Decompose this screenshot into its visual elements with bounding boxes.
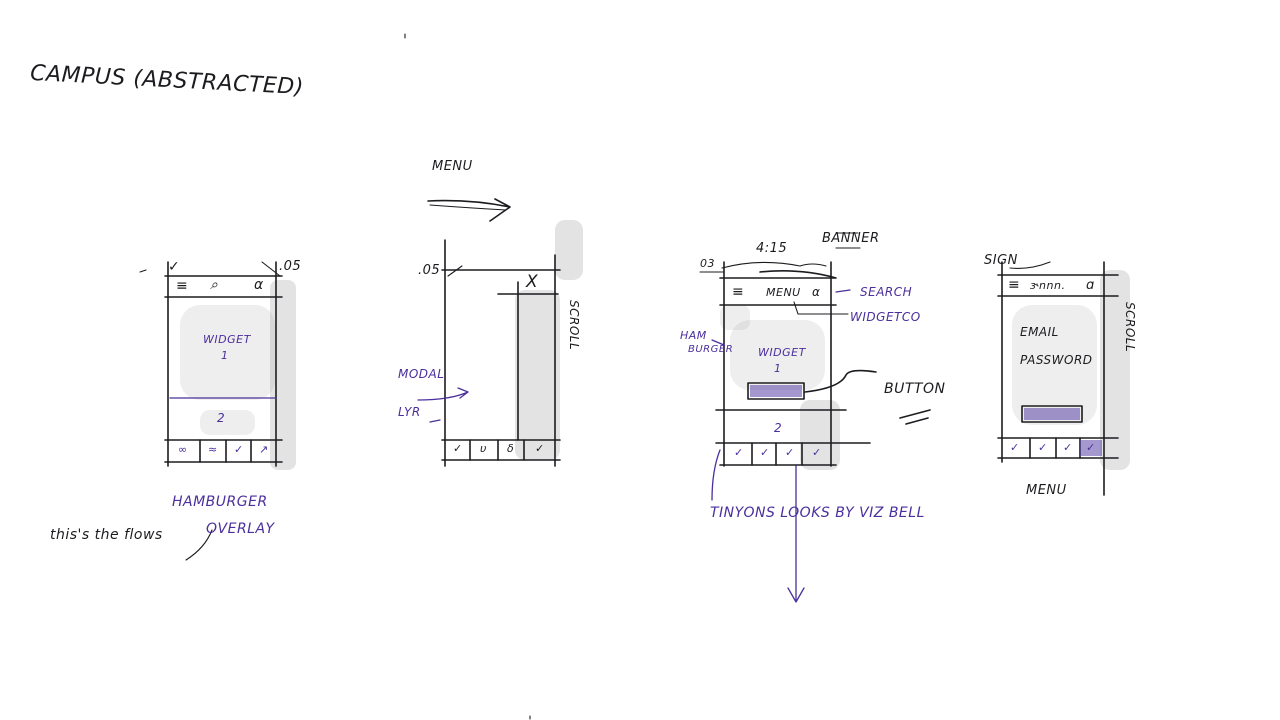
frame-3-ham-label: HAM (680, 330, 707, 341)
flow-arrow (788, 466, 804, 602)
frame-3-widget-label: WIDGETCO (850, 311, 921, 323)
frame-1-section-number: 2 (217, 412, 225, 424)
frame-3-toolbar-title: MENU (766, 287, 801, 298)
frame-1-phone (140, 262, 296, 470)
frame-4-tab-4: ✓ (1086, 442, 1096, 453)
frame-3-top-label: 4:15 (756, 242, 787, 255)
frame-4-profile-icon: ɑ (1086, 279, 1095, 292)
frame-1-caption-line-1: HAMBURGER (172, 495, 268, 509)
frame-1-menu-icon: ≡ (176, 279, 188, 293)
frame-1-widget-number: 1 (221, 350, 229, 361)
frame-2-modal-label: MODAL (398, 368, 444, 380)
frame-1-top-label: .05 (279, 260, 301, 273)
frame-3-ham-sub: BURGER (688, 345, 733, 355)
frame-3-search-icon: α (812, 286, 820, 298)
frame-4-tab-3: ✓ (1063, 442, 1073, 453)
frame-2-top-label: .05 (418, 264, 440, 277)
frame-4-side-label: SCROLL (1124, 302, 1136, 352)
frame-4-password-label: PASSWORD (1020, 354, 1093, 366)
frame-4-top-label: SIGN (984, 254, 1018, 267)
frame-3-bottom-note: TINYONS LOOKS BY VIZ BELL (710, 506, 925, 520)
flow-note: this's the flows (50, 528, 163, 542)
frame-3-tab-4: ✓ (812, 447, 822, 458)
frame-3-widget-name: WIDGET (758, 347, 806, 358)
frame-4-tab-1: ✓ (1010, 442, 1020, 453)
frame-3-menu-icon: ≡ (732, 285, 744, 299)
frame-3-tab-3: ✓ (785, 447, 795, 458)
frame-2-close-icon: X (526, 274, 538, 291)
frame-4-phone (998, 262, 1130, 495)
frame-3-tab-2: ✓ (760, 447, 770, 458)
menu-arrow-label: MENU (432, 160, 473, 173)
frame-2-phone (418, 199, 583, 466)
frame-1-widget-label: WIDGET (203, 334, 251, 345)
frame-1-tab-3: ✓ (234, 444, 244, 455)
frame-3-side-mark: 03 (700, 258, 715, 269)
frame-1-profile-icon: α (254, 278, 264, 292)
frame-2-tab-4: ✓ (535, 443, 545, 454)
frame-3-widget-number: 1 (774, 363, 782, 374)
frame-4-toolbar-title: ɝnnn. (1030, 280, 1065, 291)
frame-4-caption: MENU (1026, 484, 1067, 497)
frame-1-tab-1: ∞ (178, 444, 188, 455)
frame-4-menu-icon: ≡ (1008, 278, 1020, 292)
frame-3-banner-label: BANNER (822, 232, 880, 245)
frame-4-email-label: EMAIL (1020, 326, 1059, 338)
modal-arrow (418, 388, 468, 400)
frame-2-tab-1: ✓ (453, 443, 463, 454)
frame-1-search-icon: ⌕ (210, 278, 218, 292)
frame-1-caption-line-2: OVERLAY (206, 522, 275, 536)
frame-2-tab-3: δ (507, 443, 514, 454)
frame-4-tab-2: ✓ (1038, 442, 1048, 453)
frame-2-tab-2: υ (480, 443, 487, 454)
frame-1-tab-4: ↗ (259, 444, 269, 455)
frame-2-modal-sub: LYR (398, 406, 421, 418)
frame-3-button-label: BUTTON (884, 382, 945, 396)
frame-3-section-number: 2 (774, 422, 782, 434)
frame-1-tab-2: ≈ (208, 444, 218, 455)
frame-2-side-label: SCROLL (568, 300, 580, 350)
frame-3-search-label: SEARCH (860, 286, 912, 298)
frame-1-top-mark: ✓ (168, 260, 180, 274)
frame-3-tab-1: ✓ (734, 447, 744, 458)
